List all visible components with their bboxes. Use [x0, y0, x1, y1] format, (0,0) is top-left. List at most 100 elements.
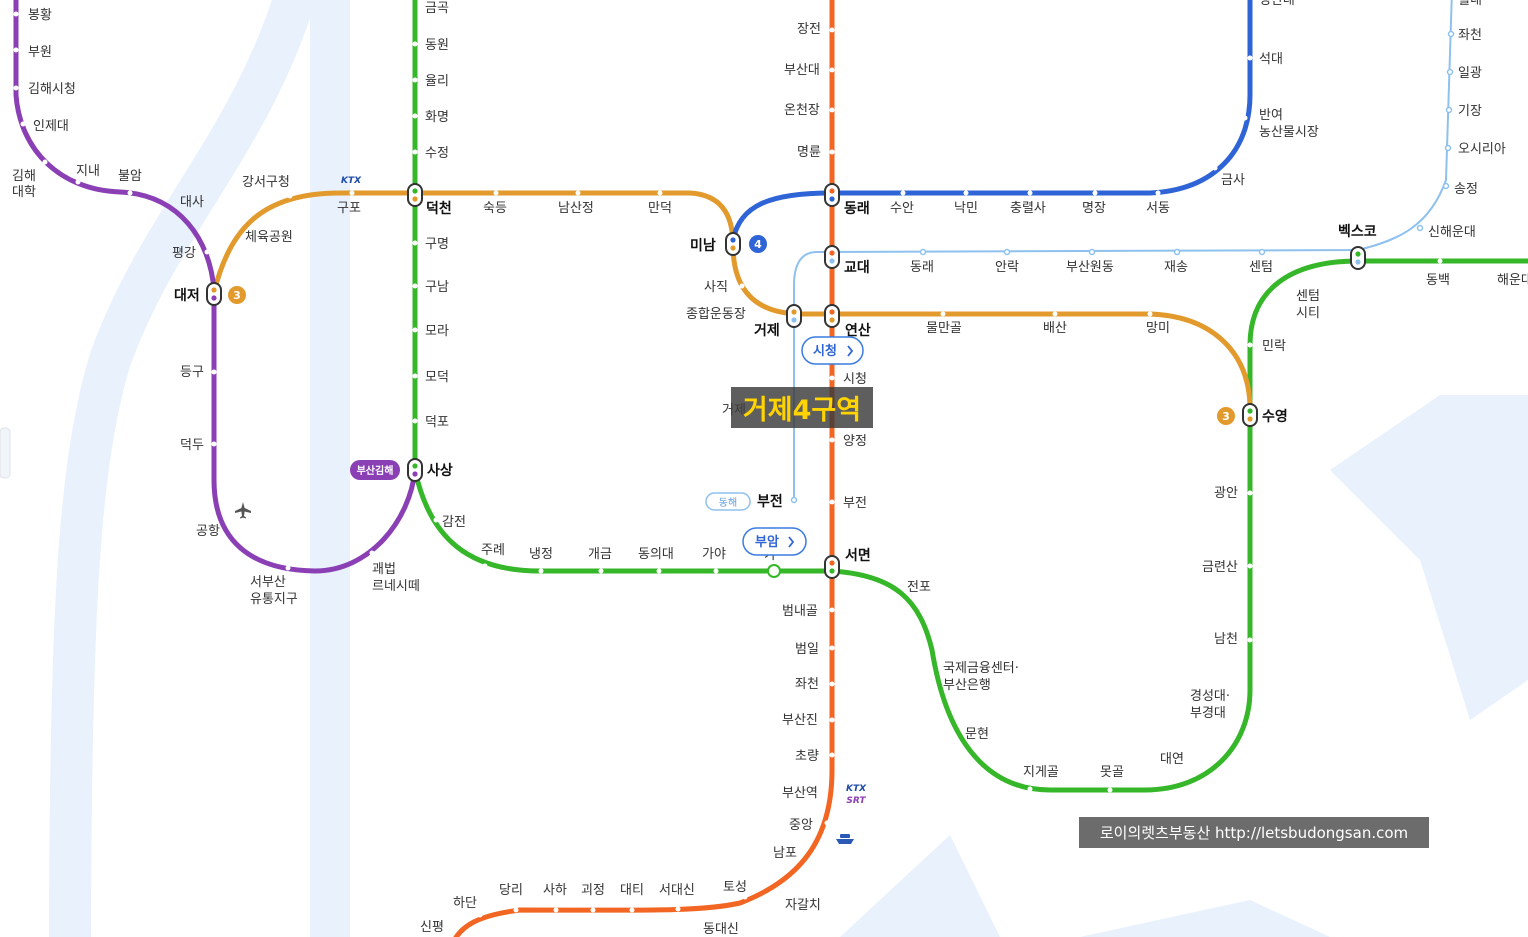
- station-daesa[interactable]: 대사: [180, 195, 204, 210]
- station-wollae[interactable]: 월내: [1458, 0, 1482, 8]
- station-dongdaesin[interactable]: 동대신: [703, 922, 739, 937]
- station-jagalchi[interactable]: 자갈치: [785, 898, 821, 913]
- station-gaya[interactable]: 가야: [702, 547, 726, 562]
- station-millak[interactable]: 민락: [1262, 339, 1286, 354]
- station-oncheonjang[interactable]: 온천장: [784, 103, 820, 118]
- station-buram[interactable]: 불암: [118, 169, 142, 184]
- station-namsanjeong[interactable]: 남산정: [558, 201, 594, 216]
- station-yeongsan-univ[interactable]: 영산대: [1259, 0, 1295, 8]
- station-gunam[interactable]: 구남: [425, 280, 449, 295]
- station-suan[interactable]: 수안: [890, 201, 914, 216]
- station-baesan[interactable]: 배산: [1043, 321, 1067, 336]
- station-gaegeum[interactable]: 개금: [588, 547, 612, 562]
- station-suyeong[interactable]: 수영: [1262, 408, 1288, 425]
- station-nakmin[interactable]: 낙민: [954, 201, 978, 216]
- station-sukdeung[interactable]: 숙등: [483, 201, 507, 216]
- station-dongnae[interactable]: 동래: [844, 201, 870, 217]
- station-yulli[interactable]: 율리: [425, 74, 449, 89]
- station-allak[interactable]: 안락: [995, 260, 1019, 275]
- station-centum[interactable]: 센텀: [1249, 260, 1273, 275]
- station-dongeui[interactable]: 동의대: [638, 547, 674, 562]
- station-mora[interactable]: 모라: [425, 324, 449, 339]
- station-mangmi[interactable]: 망미: [1146, 321, 1170, 336]
- station-pnu[interactable]: 부산대: [784, 63, 820, 78]
- station-gamjeon[interactable]: 감전: [442, 515, 466, 530]
- station-busan-station[interactable]: 부산역: [782, 786, 818, 801]
- station-deokdu[interactable]: 덕두: [180, 438, 204, 453]
- station-munhyeon[interactable]: 문현: [965, 727, 989, 742]
- station-daeti[interactable]: 대티: [620, 883, 644, 898]
- station-deokpo[interactable]: 덕포: [425, 415, 449, 430]
- station-gwangan[interactable]: 광안: [1214, 486, 1238, 501]
- station-pyeonggang[interactable]: 평강: [172, 246, 196, 261]
- station-seodaesin[interactable]: 서대신: [659, 883, 695, 898]
- station-sinhaeundae[interactable]: 신해운대: [1428, 225, 1476, 240]
- station-bonghwang[interactable]: 봉황: [28, 8, 52, 23]
- callout-buam[interactable]: 부암: [742, 527, 807, 556]
- station-airport[interactable]: 공항: [196, 524, 220, 539]
- station-gumyeong[interactable]: 구명: [425, 237, 449, 252]
- station-bujeon[interactable]: 부전: [843, 496, 867, 511]
- station-sports-park[interactable]: 체육공원: [245, 230, 293, 245]
- station-haeundae[interactable]: 해운대: [1497, 273, 1528, 288]
- station-bujeon-donghae[interactable]: 부전: [757, 493, 783, 510]
- station-dongbaek[interactable]: 동백: [1426, 273, 1450, 288]
- station-yangjeong[interactable]: 양정: [843, 434, 867, 449]
- station-dongnae-donghae[interactable]: 동래: [910, 260, 934, 275]
- station-sinpyeong[interactable]: 신평: [420, 920, 444, 935]
- station-jinae[interactable]: 지내: [76, 164, 100, 179]
- station-gijang[interactable]: 기장: [1458, 104, 1482, 119]
- station-beomnaegol[interactable]: 범내골: [782, 604, 818, 619]
- station-ilgwang[interactable]: 일광: [1458, 66, 1482, 81]
- station-busanwondong[interactable]: 부산원동: [1066, 260, 1114, 275]
- station-songjeong[interactable]: 송정: [1454, 182, 1478, 197]
- station-myeongnyun[interactable]: 명륜: [797, 145, 821, 160]
- station-sasang[interactable]: 사상: [427, 463, 453, 479]
- station-sajik[interactable]: 사직: [704, 280, 728, 295]
- station-bifc[interactable]: 국제금융센터·부산은행: [943, 661, 1019, 693]
- station-geoje[interactable]: 거제: [754, 323, 780, 339]
- station-jwacheon1[interactable]: 좌천: [795, 677, 819, 692]
- station-kyungsung[interactable]: 경성대·부경대: [1190, 689, 1230, 721]
- station-sicheong[interactable]: 시청: [843, 372, 867, 387]
- station-beomil[interactable]: 범일: [795, 642, 819, 657]
- station-busanjin[interactable]: 부산진: [782, 713, 818, 728]
- station-hadan[interactable]: 하단: [453, 896, 477, 911]
- station-daeyeon[interactable]: 대연: [1160, 752, 1184, 767]
- station-toseong[interactable]: 토성: [723, 880, 747, 895]
- station-jangjeon[interactable]: 장전: [797, 22, 821, 37]
- station-modeok[interactable]: 모덕: [425, 370, 449, 385]
- station-jaesong[interactable]: 재송: [1164, 260, 1188, 275]
- station-gupo[interactable]: 구포: [337, 201, 361, 216]
- station-jurye[interactable]: 주례: [481, 543, 505, 558]
- station-mandeok[interactable]: 만덕: [648, 201, 672, 216]
- station-yeonsan[interactable]: 연산: [845, 322, 871, 339]
- station-gangseo-office[interactable]: 강서구청: [242, 175, 290, 190]
- station-namcheon[interactable]: 남천: [1214, 632, 1238, 647]
- station-hwamyeong[interactable]: 화명: [425, 110, 449, 125]
- station-jungang[interactable]: 중앙: [789, 818, 813, 833]
- station-nampo[interactable]: 남포: [773, 846, 797, 861]
- station-chungnyeolsa[interactable]: 충렬사: [1010, 201, 1046, 216]
- station-seokdae[interactable]: 석대: [1259, 52, 1283, 67]
- station-seodong[interactable]: 서동: [1146, 201, 1170, 216]
- station-minam[interactable]: 미남: [690, 237, 716, 254]
- station-daejeo[interactable]: 대저: [174, 288, 200, 304]
- station-geumnyeonsan[interactable]: 금련산: [1202, 560, 1238, 575]
- station-inje-univ[interactable]: 인제대: [33, 119, 69, 134]
- station-geumgok[interactable]: 금곡: [425, 1, 449, 16]
- station-dangni[interactable]: 당리: [499, 883, 523, 898]
- station-motgol[interactable]: 못골: [1100, 765, 1124, 780]
- station-gimhae-city-hall[interactable]: 김해시청: [28, 82, 76, 97]
- station-jigegol[interactable]: 지게골: [1023, 765, 1059, 780]
- callout-sicheong[interactable]: 시청: [801, 336, 864, 365]
- station-jeonpo[interactable]: 전포: [907, 580, 931, 595]
- station-bexco[interactable]: 벡스코: [1338, 223, 1377, 240]
- station-osiria[interactable]: 오시리아: [1458, 142, 1506, 157]
- station-myeongjang[interactable]: 명장: [1082, 201, 1106, 216]
- station-sports-complex[interactable]: 종합운동장: [686, 307, 746, 322]
